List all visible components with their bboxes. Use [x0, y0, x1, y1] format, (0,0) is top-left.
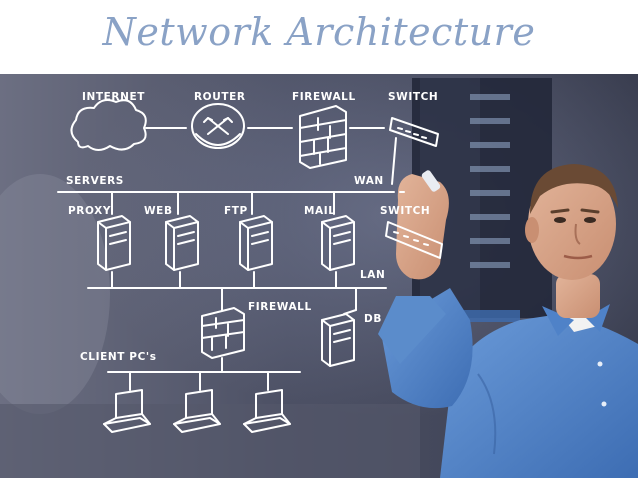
switch-mid-icon	[385, 221, 443, 259]
label-firewall-top: FIREWALL	[292, 91, 356, 103]
internet-cloud-icon	[70, 99, 147, 151]
label-ftp: FTP	[224, 205, 248, 217]
client-laptop-3-icon	[243, 389, 291, 433]
router-icon	[191, 103, 245, 149]
web-server-icon	[165, 215, 199, 271]
title-bar: Network Architecture	[0, 0, 638, 74]
network-photo: INTERNET ROUTER FIREWALL SWITCH SERVERS …	[0, 74, 638, 478]
label-switch-mid: SWITCH	[380, 205, 430, 217]
proxy-server-icon	[97, 215, 131, 271]
label-mail: MAIL	[304, 205, 336, 217]
client-laptop-1-icon	[103, 389, 151, 433]
firewall-top-icon	[299, 105, 347, 169]
label-client-pcs: CLIENT PC's	[80, 351, 157, 363]
label-lan: LAN	[360, 269, 385, 281]
label-servers: SERVERS	[66, 175, 124, 187]
label-proxy: PROXY	[68, 205, 111, 217]
label-web: WEB	[144, 205, 173, 217]
ftp-server-icon	[239, 215, 273, 271]
person	[378, 164, 638, 478]
label-firewall-bottom: FIREWALL	[248, 301, 312, 313]
label-db: DB	[364, 313, 382, 325]
label-router: ROUTER	[194, 91, 246, 103]
slide-title: Network Architecture	[102, 10, 536, 54]
firewall-bottom-icon	[201, 307, 245, 359]
db-server-icon	[321, 313, 355, 367]
label-internet: INTERNET	[82, 91, 145, 103]
switch-top-icon	[389, 117, 439, 147]
mail-server-icon	[321, 215, 355, 271]
label-switch-top: SWITCH	[388, 91, 438, 103]
label-wan: WAN	[354, 175, 384, 187]
client-laptop-2-icon	[173, 389, 221, 433]
